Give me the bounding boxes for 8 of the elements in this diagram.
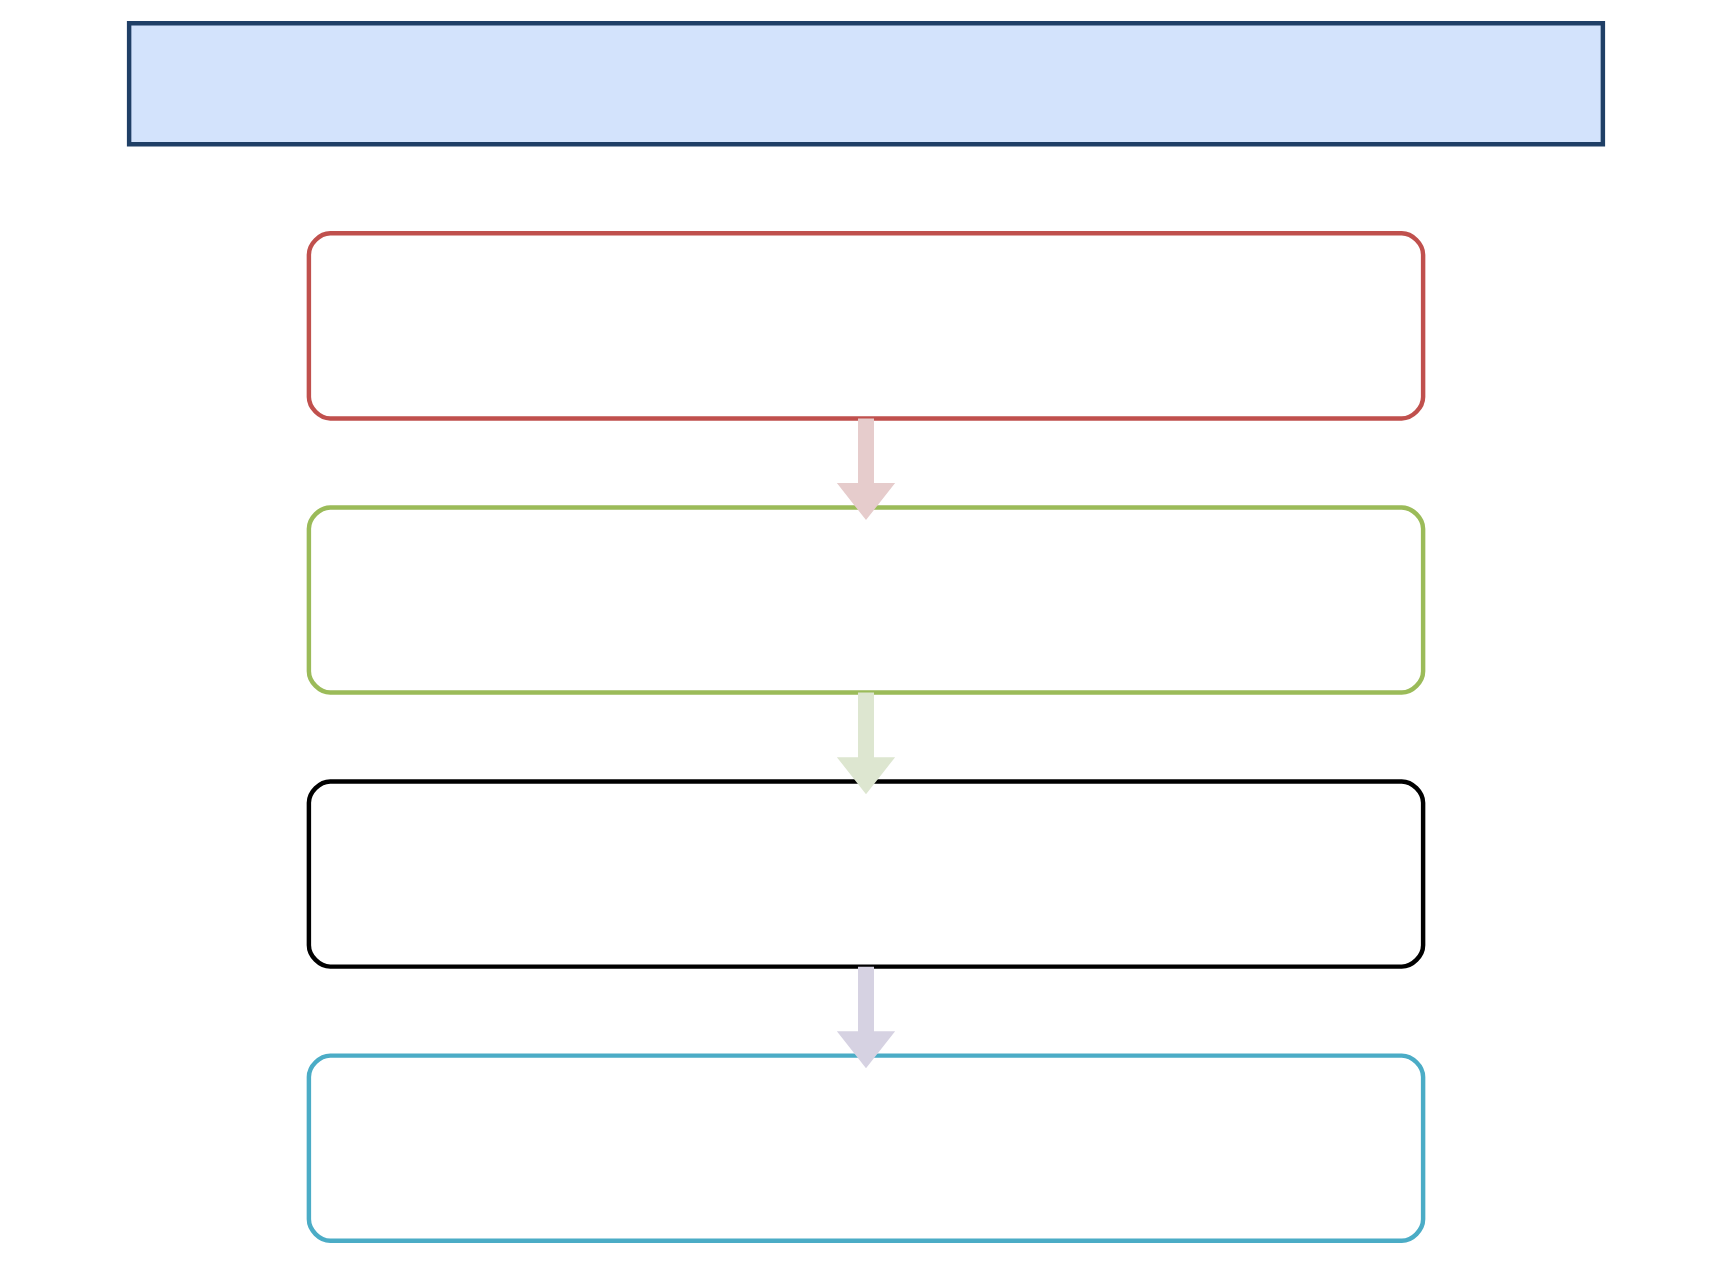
arrow [835,418,895,521]
arrow [835,692,895,795]
node-box [305,505,1425,695]
node-box [305,231,1425,421]
node-bar [125,21,1605,147]
node-box [305,779,1425,969]
arrow [835,966,895,1069]
node-box [305,1053,1425,1243]
